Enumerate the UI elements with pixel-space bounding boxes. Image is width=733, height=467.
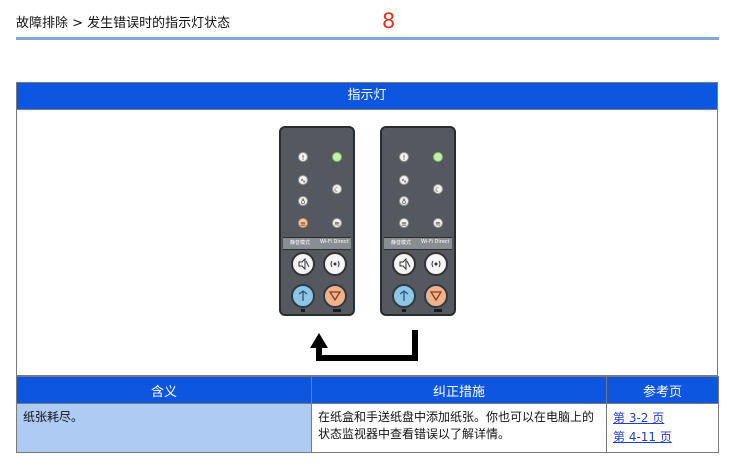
quiet-mode-label: 静音模式 [290, 240, 311, 246]
quiet-mode-icon [298, 257, 310, 271]
attention-icon: ! [298, 152, 308, 162]
wifi-direct-label: Wi-Fi Direct [320, 239, 349, 245]
start-tick [402, 309, 406, 312]
panel-label-strip: 静音模式 Wi-Fi Direct [283, 237, 351, 250]
wifi-icon: ≋ [433, 218, 443, 228]
stop-tick [434, 309, 442, 312]
table-row: 纸张耗尽。 在纸盒和手送纸盘中添加纸张。你也可以在电脑上的状态监视器中查看错误以… [16, 403, 719, 453]
wifi-direct-label: Wi-Fi Direct [421, 239, 450, 245]
reference-link-3-2[interactable]: 第 3-2 页 [613, 411, 665, 425]
table-header-row: 含义 纠正措施 参考页 [16, 376, 719, 404]
ready-icon [433, 152, 443, 162]
sleep-icon: ☾ [332, 184, 342, 194]
action-cell: 在纸盒和手送纸盘中添加纸张。你也可以在电脑上的状态监视器中查看错误以了解详情。 [311, 403, 607, 453]
panel-label-strip: 静音模式 Wi-Fi Direct [384, 237, 452, 250]
indicator-section: 指示灯 [16, 82, 718, 376]
toner-icon: ♁ [298, 196, 308, 206]
stop-icon [328, 291, 342, 302]
wireless-icon [330, 260, 340, 268]
start-icon [298, 290, 308, 301]
control-panel-after: ! ∿ ☾ ♁ ≡ ≋ 静音模式 Wi-Fi Direct [380, 126, 456, 316]
page-number: 8 [382, 9, 396, 33]
quiet-mode-button[interactable] [291, 252, 315, 276]
paper-jam-icon: ∿ [298, 175, 308, 185]
start-tick [301, 309, 305, 312]
paper-empty-icon: ≡ [298, 218, 308, 228]
ready-icon [332, 152, 342, 162]
attention-icon: ! [399, 152, 409, 162]
wifi-direct-button[interactable] [424, 252, 448, 276]
reference-cell: 第 3-2 页 第 4-11 页 [606, 403, 719, 453]
breadcrumb: 故障排除 > 发生错误时的指示灯状态 [16, 16, 231, 31]
stop-button[interactable] [323, 284, 347, 308]
column-header-meaning: 含义 [16, 376, 312, 404]
wifi-direct-button[interactable] [323, 252, 347, 276]
column-header-reference: 参考页 [606, 376, 719, 404]
toner-icon: ♁ [399, 196, 409, 206]
stop-tick [333, 309, 341, 312]
paper-empty-icon: ≡ [399, 218, 409, 228]
start-button[interactable] [291, 284, 315, 308]
start-icon [399, 290, 409, 301]
header-divider [16, 37, 719, 40]
start-button[interactable] [392, 284, 416, 308]
quiet-mode-label: 静音模式 [391, 240, 412, 246]
meaning-cell: 纸张耗尽。 [16, 403, 312, 453]
indicator-section-title: 指示灯 [17, 83, 717, 110]
wireless-icon [431, 260, 441, 268]
quiet-mode-icon [399, 257, 411, 271]
sleep-icon: ☾ [433, 184, 443, 194]
stop-icon [429, 291, 443, 302]
control-panel-before: ! ∿ ☾ ♁ ≡ ≋ 静音模式 Wi-Fi Direct [279, 126, 355, 316]
error-table: 含义 纠正措施 参考页 纸张耗尽。 在纸盒和手送纸盘中添加纸张。你也可以在电脑上… [16, 376, 719, 453]
quiet-mode-button[interactable] [392, 252, 416, 276]
column-header-action: 纠正措施 [311, 376, 607, 404]
reference-link-4-11[interactable]: 第 4-11 页 [613, 430, 672, 444]
paper-jam-icon: ∿ [399, 175, 409, 185]
wifi-icon: ≋ [332, 218, 342, 228]
stop-button[interactable] [424, 284, 448, 308]
